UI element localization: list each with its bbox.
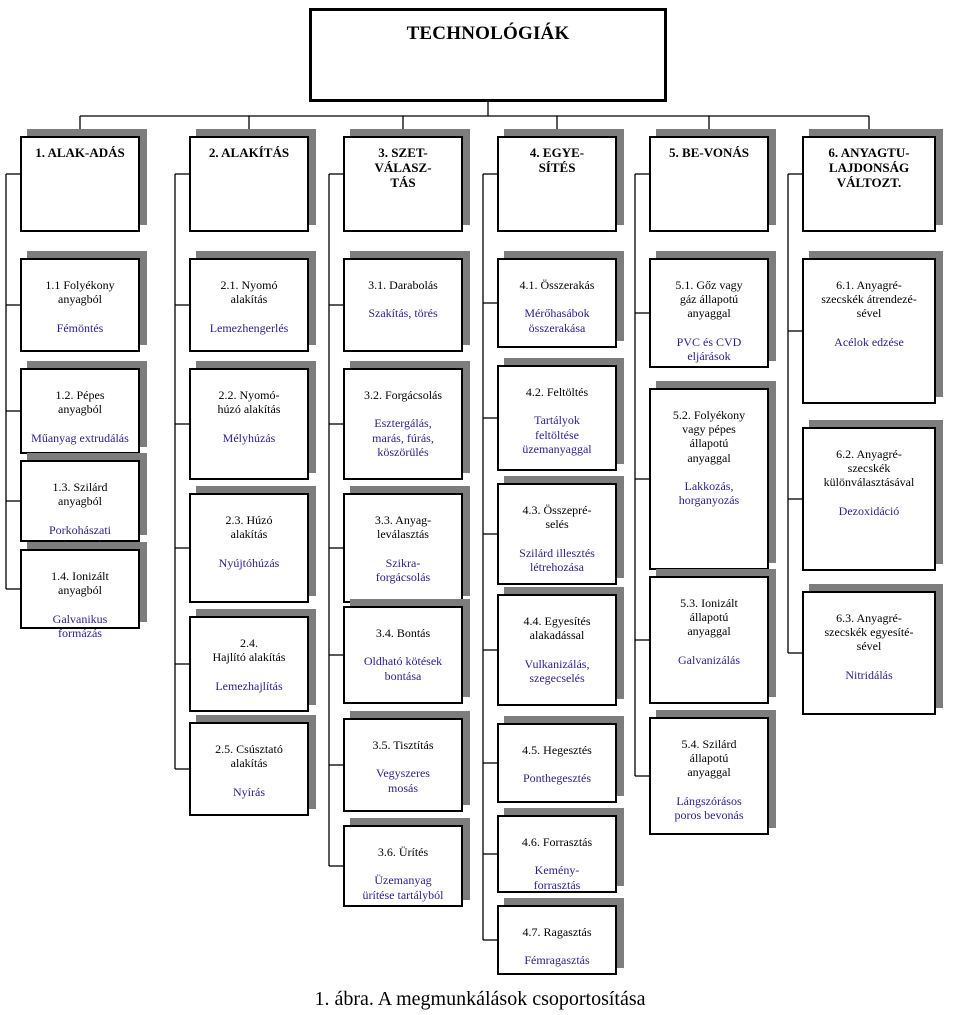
item-box-3-4: 3.4. Bontás Oldható kötések bontása (343, 606, 463, 704)
item-label: 4.7. Ragasztás (522, 925, 592, 940)
item-label: 3.2. Forgácsolás (363, 388, 443, 403)
item-box-4-5: 4.5. Hegesztés Ponthegesztés (497, 723, 617, 803)
item-label: 3.5. Tisztítás (372, 738, 434, 753)
item-example: Porkohászati szinterezés (49, 522, 111, 551)
category-box-5: 5. BE-VONÁS (649, 136, 769, 232)
item-box-4-4: 4.4. Egyesítés alakadással Vulkanizálás,… (497, 594, 617, 706)
item-example: Vulkanizálás, szegecselés (524, 656, 590, 685)
item-box-4-2: 4.2. Feltöltés Tartályok feltöltése üzem… (497, 365, 617, 471)
item-label: 5.1. Gőz vagy gáz állapotú anyaggal (675, 278, 743, 321)
item-box-1-4: 1.4. Ionizált anyagból Galvanikus formáz… (20, 549, 140, 640)
item-box-5-2: 5.2. Folyékony vagy pépes állapotú anyag… (649, 388, 769, 570)
item-label: 3.6. Ürítés (377, 845, 429, 860)
item-example: Tartályok feltöltése üzemanyaggal (522, 413, 592, 456)
item-box-3-3: 3.3. Anyag- leválasztás Szikra- forgácso… (343, 493, 463, 603)
item-box-6-3: 6.3. Anyagré- szecskék egyesíté- sével N… (802, 591, 936, 715)
item-box-3-1: 3.1. Darabolás Szakítás, törés (343, 258, 463, 352)
item-label: 4.1. Összerakás (519, 278, 595, 293)
item-example: Ponthegesztés (523, 771, 591, 786)
item-example: Lakkozás, horganyozás (678, 478, 740, 508)
item-box-2-5: 2.5. Csúsztató alakítás Nyírás (189, 722, 309, 816)
item-label: 6.1. Anyagré- szecskék átrendezé- sével (821, 278, 917, 321)
item-example: Mélyhúzás (222, 430, 276, 445)
item-example: Nitridálás (845, 667, 893, 682)
category-box-4: 4. EGYE- SÍTÉS (497, 136, 617, 232)
category-box-6: 6. ANYAGTU- LAJDONSÁG VÁLTOZT. (802, 136, 936, 232)
item-label: 4.2. Feltöltés (525, 385, 589, 400)
item-box-2-1: 2.1. Nyomó alakítás Lemezhengerlés (189, 258, 309, 352)
item-label: 5.2. Folyékony vagy pépes állapotú anyag… (672, 408, 746, 465)
item-example: Lemezhengerlés (209, 320, 289, 335)
item-box-5-3: 5.3. Ionizált állapotú anyaggal Galvaniz… (649, 576, 769, 704)
item-box-2-2: 2.2. Nyomó- húzó alakítás Mélyhúzás (189, 368, 309, 480)
item-box-1-2: 1.2. Pépes anyagból Műanyag extrudálás (20, 368, 140, 454)
item-label: 5.4. Szilárd állapotú anyaggal (681, 737, 737, 780)
item-label: 2.1. Nyomó alakítás (220, 278, 278, 307)
item-example: Esztergálás, marás, fúrás, köszörülés (372, 416, 434, 459)
item-box-5-1: 5.1. Gőz vagy gáz állapotú anyaggal PVC … (649, 258, 769, 368)
item-box-3-5: 3.5. Tisztítás Vegyszeres mosás (343, 718, 463, 812)
item-example: Szikra- forgácsolás (375, 555, 431, 584)
item-example: Acélok edzése (834, 334, 904, 349)
item-label: 3.1. Darabolás (368, 278, 438, 293)
item-box-4-6: 4.6. Forrasztás Kemény- forrasztás (497, 815, 617, 893)
item-box-4-1: 4.1. Összerakás Mérőhasábok összerakása (497, 258, 617, 348)
item-example: Szakítás, törés (368, 306, 438, 321)
item-example: Galvanikus formázás (52, 611, 108, 640)
item-example: Nyújtóhúzás (218, 555, 280, 570)
category-box-1: 1. ALAK-ADÁS (20, 136, 140, 232)
item-example: Nyírás (233, 784, 265, 799)
item-label: 4.6. Forrasztás (521, 835, 593, 850)
item-label: 3.4. Bontás (375, 626, 431, 641)
item-example: Üzemanyag ürítése tartályból (362, 873, 444, 902)
item-box-3-6: 3.6. Ürítés Üzemanyag ürítése tartályból (343, 825, 463, 907)
category-box-3: 3. SZET- VÁLASZ- TÁS (343, 136, 463, 232)
item-example: Lángszórásos poros bevonás (674, 793, 744, 822)
category-box-2: 2. ALAKÍTÁS (189, 136, 309, 232)
item-label: 1.3. Szilárd anyagból (52, 480, 108, 509)
item-label: 6.2. Anyagré- szecskék különválasztásáva… (823, 447, 915, 490)
item-example: Galvanizálás (678, 652, 740, 667)
item-label: 2.2. Nyomó- húzó alakítás (217, 388, 281, 417)
item-label: 4.3. Összepré- selés (522, 503, 592, 532)
item-example: Oldható kötések bontása (363, 654, 443, 683)
item-box-4-7: 4.7. Ragasztás Fémragasztás (497, 905, 617, 975)
item-example: Mérőhasábok összerakása (524, 306, 590, 335)
item-box-6-1: 6.1. Anyagré- szecskék átrendezé- sével … (802, 258, 936, 404)
item-label: 6.3. Anyagré- szecskék egyesíté- sével (824, 611, 914, 654)
item-label: 1.1 Folyékony anyagból (45, 278, 115, 307)
item-example: Műanyag extrudálás (31, 430, 129, 445)
item-label: 1.2. Pépes anyagból (55, 388, 105, 417)
item-label: 3.3. Anyag- leválasztás (374, 513, 432, 542)
item-label: 4.5. Hegesztés (522, 743, 592, 758)
root-box-technologiak: TECHNOLÓGIÁK (309, 8, 667, 102)
item-example: PVC és CVD eljárások (676, 334, 742, 363)
item-label: 1.4. Ionizált anyagból (51, 569, 109, 598)
item-box-6-2: 6.2. Anyagré- szecskék különválasztásáva… (802, 427, 936, 571)
item-box-2-3: 2.3. Húzó alakítás Nyújtóhúzás (189, 493, 309, 603)
item-example: Szilárd illesztés létrehozása (519, 545, 595, 574)
item-label: 2.4. Hajlító alakítás (212, 636, 286, 665)
item-example: Lemezhajlítás (215, 678, 283, 693)
item-example: Kemény- forrasztás (533, 863, 581, 892)
item-box-4-3: 4.3. Összepré- selés Szilárd illesztés l… (497, 483, 617, 585)
item-box-3-2: 3.2. Forgácsolás Esztergálás, marás, fúr… (343, 368, 463, 480)
item-label: 4.4. Egyesítés alakadással (523, 614, 591, 643)
item-box-2-4: 2.4. Hajlító alakítás Lemezhajlítás (189, 616, 309, 712)
item-example: Dezoxidáció (838, 503, 900, 518)
figure-caption: 1. ábra. A megmunkálások csoportosítása (314, 988, 646, 1010)
item-box-1-3: 1.3. Szilárd anyagból Porkohászati szint… (20, 460, 140, 551)
item-box-1-1: 1.1 Folyékony anyagból Fémöntés (20, 258, 140, 352)
item-label: 2.5. Csúsztató alakítás (215, 742, 283, 771)
item-example: Fémragasztás (524, 953, 590, 968)
item-label: 2.3. Húzó alakítás (225, 513, 273, 542)
item-example: Fémöntés (56, 320, 104, 335)
item-box-5-4: 5.4. Szilárd állapotú anyaggal Lángszórá… (649, 717, 769, 835)
item-label: 5.3. Ionizált állapotú anyaggal (680, 596, 738, 639)
item-example: Vegyszeres mosás (376, 766, 430, 795)
